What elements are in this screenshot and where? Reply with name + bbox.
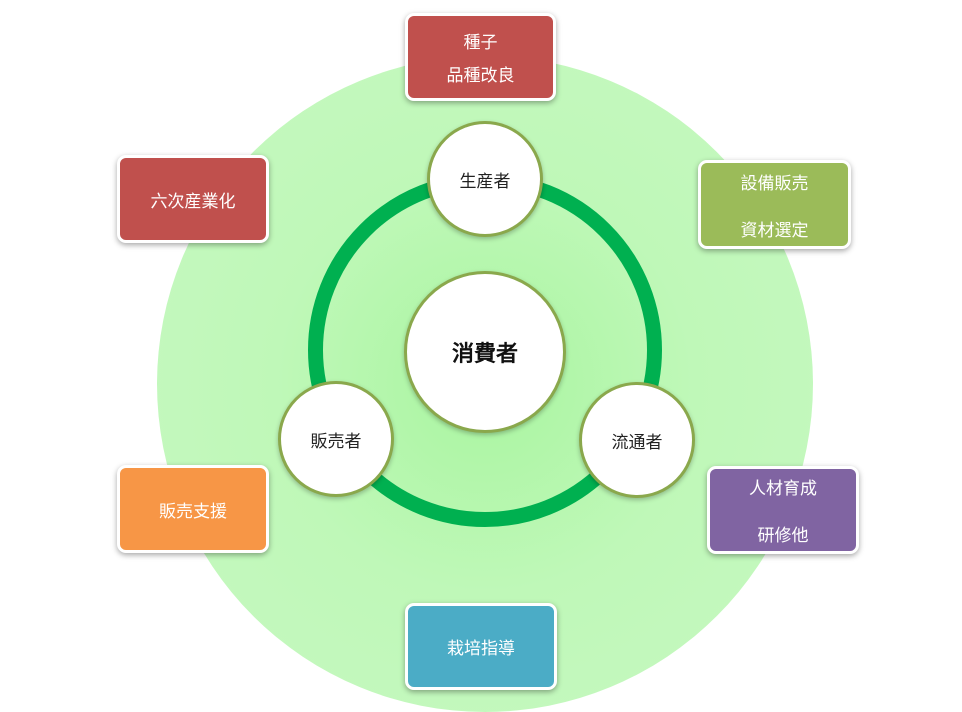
cultivation-line-1: 栽培指導 <box>447 639 515 659</box>
distributor-node: 流通者 <box>579 382 695 498</box>
sales-support-line-1: 販売支援 <box>159 501 227 522</box>
cultivation-box: 栽培指導 <box>405 603 557 690</box>
sales-support-box: 販売支援 <box>117 465 269 553</box>
consumer-node: 消費者 <box>404 271 566 433</box>
seller-node: 販売者 <box>278 381 394 497</box>
sixth-industry-box: 六次産業化 <box>117 155 269 243</box>
equipment-line-2: 資材選定 <box>740 220 809 241</box>
seeds-line-2: 品種改良 <box>446 66 515 86</box>
training-box: 人材育成 研修他 <box>707 466 859 554</box>
producer-label: 生産者 <box>459 171 511 192</box>
seeds-line-1: 種子 <box>463 33 498 53</box>
equipment-line-1: 設備販売 <box>740 173 809 194</box>
seeds-box: 種子 品種改良 <box>405 13 556 101</box>
equipment-box: 設備販売 資材選定 <box>698 160 851 249</box>
producer-node: 生産者 <box>427 121 543 237</box>
consumer-label: 消費者 <box>451 342 518 367</box>
training-line-2: 研修他 <box>757 526 809 546</box>
distributor-label: 流通者 <box>611 432 663 453</box>
seller-label: 販売者 <box>310 431 362 452</box>
training-line-1: 人材育成 <box>749 479 817 499</box>
sixth-industry-line-1: 六次産業化 <box>150 191 236 212</box>
